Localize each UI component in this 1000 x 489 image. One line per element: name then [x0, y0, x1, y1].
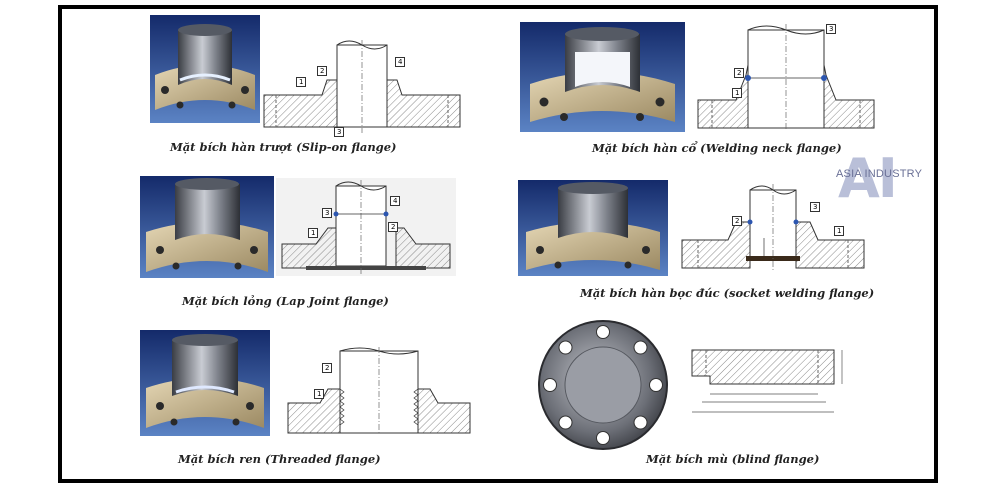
lap-joint-flange-photo [140, 176, 274, 278]
callout-2: 2 [388, 222, 399, 232]
lap-joint-flange-drawing: 1 2 3 4 [276, 178, 456, 276]
callout-3: 3 [826, 24, 837, 34]
slip-on-flange-drawing: 1 2 3 4 [262, 35, 462, 137]
callout-2: 2 [732, 216, 743, 226]
socket-welding-flange-drawing: 1 2 3 [678, 182, 868, 274]
watermark-logo: AI [838, 147, 898, 210]
threaded-flange-photo [140, 330, 270, 436]
blind-flange-photo [530, 318, 676, 452]
caption-socket-welding: Mặt bích hàn bọc đúc (socket welding fla… [580, 286, 875, 300]
callout-2: 2 [317, 66, 328, 76]
caption-threaded: Mặt bích ren (Threaded flange) [178, 452, 381, 466]
callout-4: 4 [390, 196, 401, 206]
callout-1: 1 [308, 228, 319, 238]
callout-1: 1 [296, 77, 307, 87]
callout-1: 1 [314, 389, 325, 399]
callout-3: 3 [334, 127, 345, 137]
slip-on-flange-photo [150, 15, 260, 123]
watermark-text: ASIA INDUSTRY [836, 168, 923, 180]
socket-welding-flange-photo [518, 180, 668, 276]
caption-lap-joint: Mặt bích lỏng (Lap Joint flange) [182, 294, 389, 308]
asia-industry-watermark: AI ASIA INDUSTRY [836, 150, 936, 210]
callout-1: 1 [834, 226, 845, 236]
caption-welding-neck: Mặt bích hàn cổ (Welding neck flange) [592, 141, 842, 155]
welding-neck-flange-drawing: 1 2 3 [696, 20, 876, 132]
threaded-flange-drawing: 1 2 [284, 345, 474, 437]
callout-2: 2 [322, 363, 333, 373]
caption-slip-on: Mặt bích hàn trượt (Slip-on flange) [170, 140, 397, 154]
callout-1: 1 [732, 88, 743, 98]
callout-3: 3 [810, 202, 821, 212]
blind-flange-drawing [684, 346, 856, 426]
callout-3: 3 [322, 208, 333, 218]
caption-blind: Mặt bích mù (blind flange) [646, 452, 820, 466]
callout-4: 4 [395, 57, 406, 67]
welding-neck-flange-photo [520, 22, 685, 132]
callout-2: 2 [734, 68, 745, 78]
